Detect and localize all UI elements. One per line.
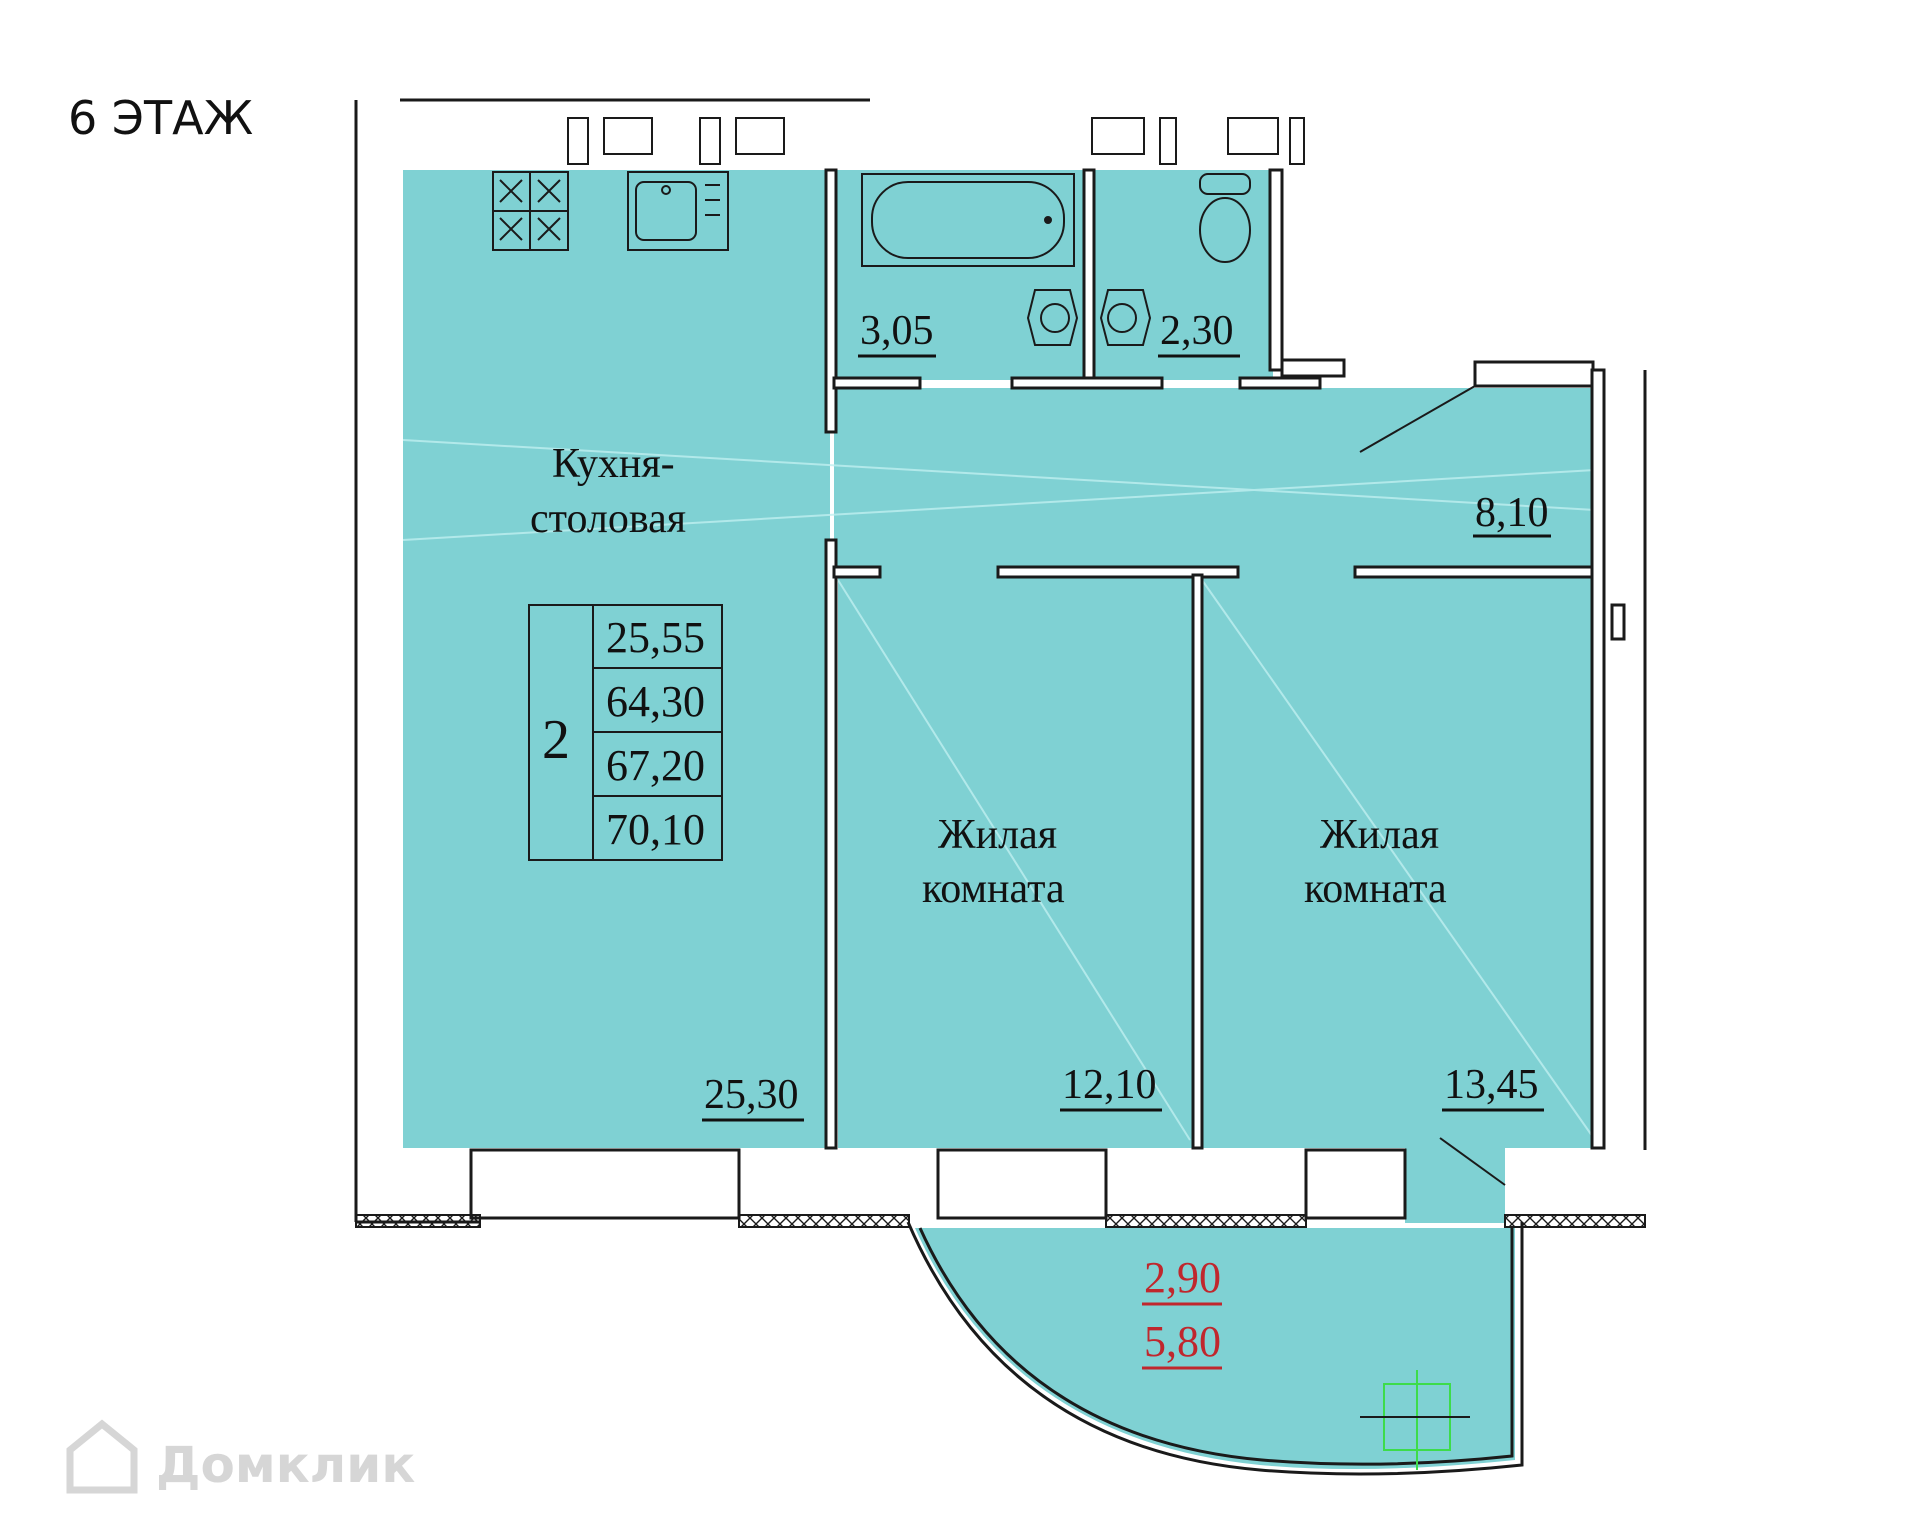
living2-name: комната: [1304, 866, 1447, 912]
balcony-outline: [906, 1221, 1524, 1476]
house-icon: [66, 1419, 138, 1494]
area-underlines: [702, 354, 1551, 1122]
total-area-value: 64,30: [606, 677, 705, 726]
kitchen-name: Кухня-: [552, 441, 675, 487]
walls: [469, 168, 1626, 1220]
floor-label: 6 ЭТАЖ: [68, 91, 253, 145]
toilet-area: 2,30: [1160, 308, 1234, 354]
living1-name: Жилая: [938, 812, 1057, 858]
summary-table: [528, 604, 723, 861]
balcony-area-reduced: 2,90: [1144, 1253, 1221, 1302]
washbasin-icon: [1099, 289, 1152, 346]
door-swings: [1359, 385, 1506, 1186]
kitchen-room: [403, 170, 830, 1148]
living1-name: комната: [922, 866, 1065, 912]
living2-name: Жилая: [1320, 812, 1439, 858]
watermark-text: Домклик: [156, 1436, 415, 1494]
kitchen-area: 25,30: [704, 1072, 799, 1118]
hall-room: [834, 388, 1594, 575]
kitchen-name: столовая: [530, 496, 686, 542]
crosshair-marker-icon: [1360, 1370, 1470, 1470]
balcony-area-full: 5,80: [1144, 1317, 1221, 1366]
area-with-balcony-full-value: 70,10: [606, 805, 705, 854]
rooms-count: 2: [542, 709, 570, 771]
toilet-icon: [1199, 173, 1251, 263]
hatched-walls: [355, 1214, 1646, 1228]
living1-area: 12,10: [1062, 1062, 1157, 1108]
balcony-underlines: [1142, 1302, 1222, 1370]
loggia-step: [1405, 1148, 1505, 1223]
bathtub-icon: [861, 173, 1075, 267]
hall-area: 8,10: [1475, 490, 1549, 536]
sink-icon: [627, 171, 729, 251]
living2-area: 13,45: [1444, 1062, 1539, 1108]
living-area-value: 25,55: [606, 613, 705, 662]
washbasin-icon: [1026, 289, 1079, 346]
bathroom-area: 3,05: [860, 308, 934, 354]
diagonal-lines: [402, 439, 1596, 1141]
area-with-balcony-reduced-value: 67,20: [606, 741, 705, 790]
top-windows: [567, 117, 1305, 165]
balcony-room: [915, 1228, 1515, 1469]
stove-icon: [492, 171, 569, 251]
